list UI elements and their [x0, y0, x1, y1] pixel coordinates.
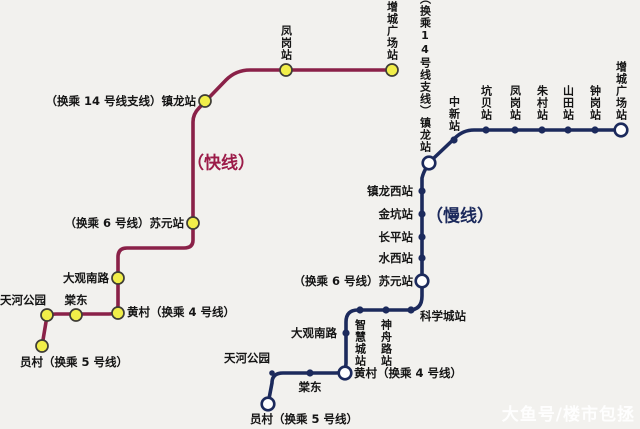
station-marker — [591, 126, 599, 134]
station-label: 长平站 — [378, 229, 414, 244]
station-label: 科学城站 — [420, 308, 466, 323]
metro-line-express — [40, 68, 394, 348]
station-marker — [111, 271, 125, 285]
station-label: 大观南路 — [291, 325, 337, 340]
station-label: 增城广场站 — [385, 1, 399, 61]
station-label: 神舟路站 — [379, 319, 393, 367]
watermark-text: 大鱼号/楼市包拯 — [501, 405, 635, 425]
station-label: 员村（换乘 5 号线） — [249, 412, 359, 426]
station-label: 坑贝站 — [479, 85, 493, 121]
station-label: 增城广场站 — [614, 61, 628, 121]
station-marker — [511, 126, 519, 134]
station-marker — [382, 306, 390, 314]
station-marker — [450, 136, 458, 144]
station-marker — [342, 329, 350, 337]
station-marker — [40, 308, 54, 322]
station-label: 黄村（换乘 4 号线） — [354, 365, 463, 380]
station-marker — [538, 126, 546, 134]
station-label: 棠东 — [298, 380, 322, 394]
station-marker — [198, 94, 212, 108]
station-label: 员村（换乘 5 号线） — [19, 355, 129, 369]
station-label: （换乘 6 号线）苏元站 — [64, 215, 184, 230]
station-label: 黄村（换乘 4 号线） — [127, 304, 236, 319]
station-label: 钟岗站 — [588, 85, 602, 121]
station-marker — [279, 63, 293, 77]
station-marker — [111, 306, 125, 320]
station-label: 朱村站 — [535, 85, 549, 121]
station-label: 大观南路 — [63, 270, 109, 285]
station-marker — [418, 210, 426, 218]
station-marker — [407, 306, 415, 314]
station-marker — [418, 187, 426, 195]
station-label: 金坑站 — [378, 206, 414, 221]
station-marker — [306, 369, 314, 377]
local-line-label: （慢线） — [426, 206, 494, 227]
station-label: 凤岗站 — [279, 25, 293, 61]
station-marker — [269, 370, 275, 376]
station-marker — [260, 396, 276, 412]
station-marker — [482, 126, 490, 134]
station-marker — [418, 233, 426, 241]
station-label: 智慧城站 — [353, 319, 367, 367]
station-marker — [69, 308, 83, 322]
station-label: 凤岗站 — [508, 85, 522, 121]
station-label: 棠东 — [64, 292, 88, 307]
station-label: 镇龙西站 — [367, 183, 413, 198]
station-label: 天河公园 — [224, 350, 270, 365]
express-line-label: （快线） — [187, 153, 255, 174]
station-marker — [337, 365, 353, 381]
station-marker — [414, 273, 430, 289]
station-marker — [385, 63, 399, 77]
station-marker — [356, 306, 364, 314]
station-marker — [418, 254, 426, 262]
station-label: （换乘 14 号线支线）镇龙站 — [45, 93, 196, 108]
station-marker — [421, 155, 437, 171]
station-label: 山田站 — [561, 85, 575, 121]
station-label: （换乘 6 号线）苏元站 — [293, 273, 413, 288]
station-label: （换乘14号线支线）镇龙站 — [418, 0, 432, 153]
station-marker — [564, 126, 572, 134]
station-marker — [186, 216, 200, 230]
station-label: 天河公园 — [0, 292, 46, 307]
station-marker — [35, 339, 49, 353]
station-marker — [613, 122, 629, 138]
station-label: 中新站 — [447, 96, 461, 132]
station-label: 水西站 — [378, 250, 414, 265]
